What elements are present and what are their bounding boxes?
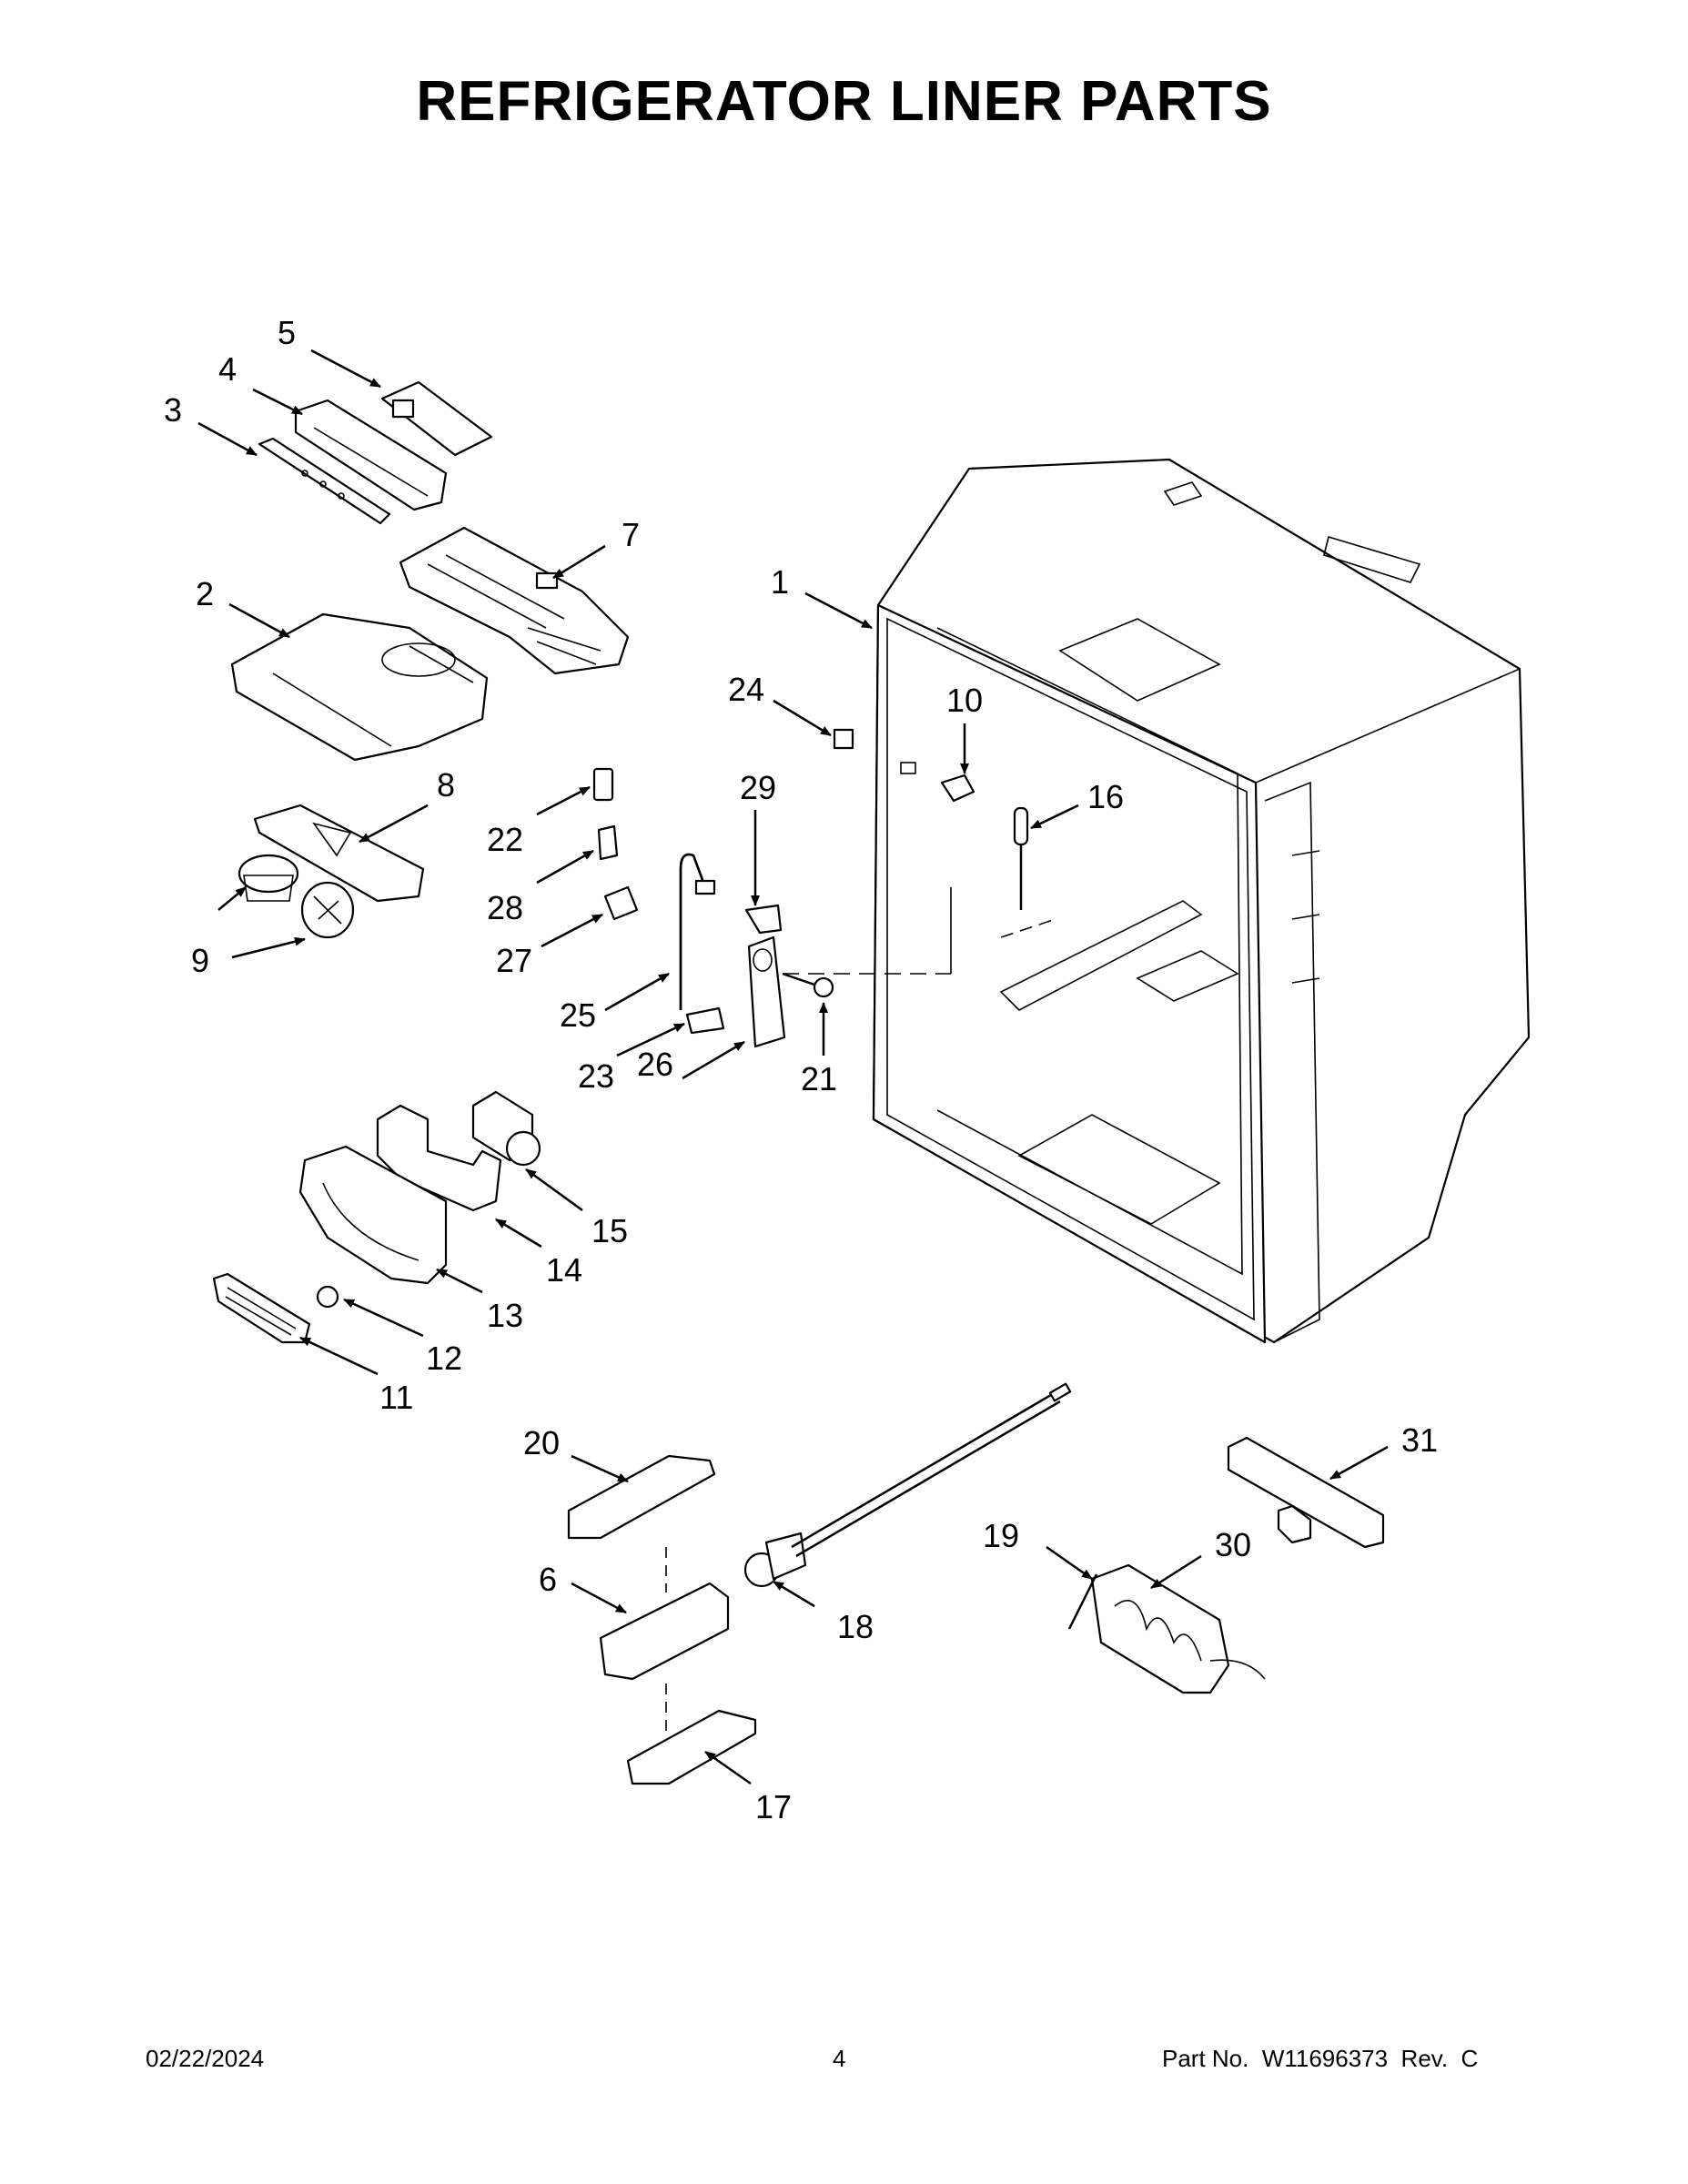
part-20-bracket[interactable] [567,1454,716,1592]
part-21-screw[interactable] [782,972,834,998]
part-11-grille[interactable] [212,1272,311,1344]
callout-19: 19 [983,1517,1019,1554]
part-17-bracket[interactable] [626,1709,757,1785]
callout-23: 23 [578,1057,614,1095]
callout-30: 30 [1215,1526,1251,1563]
part-29-gasket[interactable] [744,904,783,935]
part-13-cover[interactable] [298,1145,448,1285]
part-10-switch[interactable] [940,774,975,803]
callout-5: 5 [278,314,296,351]
part-9-light-b[interactable] [300,881,355,939]
callout-21: 21 [801,1060,837,1097]
callout-10: 10 [946,682,983,719]
callout-26: 26 [637,1046,673,1083]
part-27-bracket[interactable] [603,885,639,921]
callout-labels: 1 2 3 4 5 6 7 8 9 10 11 12 13 14 15 16 1… [164,314,1438,1825]
callout-18: 18 [837,1608,874,1645]
leader-lines [197,349,1389,1785]
callout-24: 24 [728,671,764,708]
part-2-control-cover[interactable] [230,612,489,762]
part-6-module[interactable] [599,1582,730,1734]
part-7-air-diffuser[interactable] [399,526,630,675]
part-30-heater-coil[interactable] [1090,1563,1266,1694]
callout-9: 9 [191,942,209,979]
callout-2: 2 [196,575,214,612]
part-26-housing[interactable] [747,935,786,1048]
callout-15: 15 [591,1212,628,1249]
part-1-liner[interactable] [783,458,1531,1344]
callout-12: 12 [426,1340,462,1377]
callout-3: 3 [164,391,182,429]
callout-20: 20 [523,1424,560,1461]
callout-1: 1 [771,563,789,601]
callout-8: 8 [437,766,455,804]
footer-date: 02/22/2024 [146,2045,265,2072]
part-18-heater[interactable] [743,1382,1072,1588]
footer-page-number: 4 [833,2045,846,2072]
callout-14: 14 [546,1251,582,1289]
part-5-control-board[interactable] [380,380,493,457]
page-title: REFRIGERATOR LINER PARTS [416,70,1272,133]
part-28-bracket[interactable] [597,824,619,861]
part-8-housing[interactable] [253,804,425,903]
callout-22: 22 [487,821,523,858]
callout-29: 29 [740,769,776,806]
callout-16: 16 [1087,778,1124,815]
callout-28: 28 [487,889,523,926]
part-23-clip[interactable] [685,1006,725,1035]
callout-7: 7 [622,516,640,553]
callout-25: 25 [560,996,596,1034]
part-24-clip[interactable] [833,728,854,750]
callout-11: 11 [379,1379,413,1416]
callout-6: 6 [539,1561,557,1598]
part-3-overlay[interactable] [258,437,391,525]
part-31-bracket[interactable] [1227,1436,1385,1549]
part-16-thermistor[interactable] [1013,806,1029,910]
part-9-light-a[interactable] [238,854,299,902]
callout-31: 31 [1401,1421,1438,1459]
callout-17: 17 [755,1788,792,1825]
part-19-wire[interactable] [1067,1573,1098,1630]
part-15-motor[interactable] [471,1090,541,1167]
part-12-screw[interactable] [316,1285,339,1309]
part-25-tube[interactable] [679,853,716,1010]
part-4-control-housing[interactable] [294,399,448,511]
callout-13: 13 [487,1297,523,1334]
part-22-component[interactable] [592,767,614,802]
footer-part-number: Part No. W11696373 Rev. C [1162,2045,1479,2072]
callout-4: 4 [218,350,237,388]
callout-27: 27 [496,942,532,979]
